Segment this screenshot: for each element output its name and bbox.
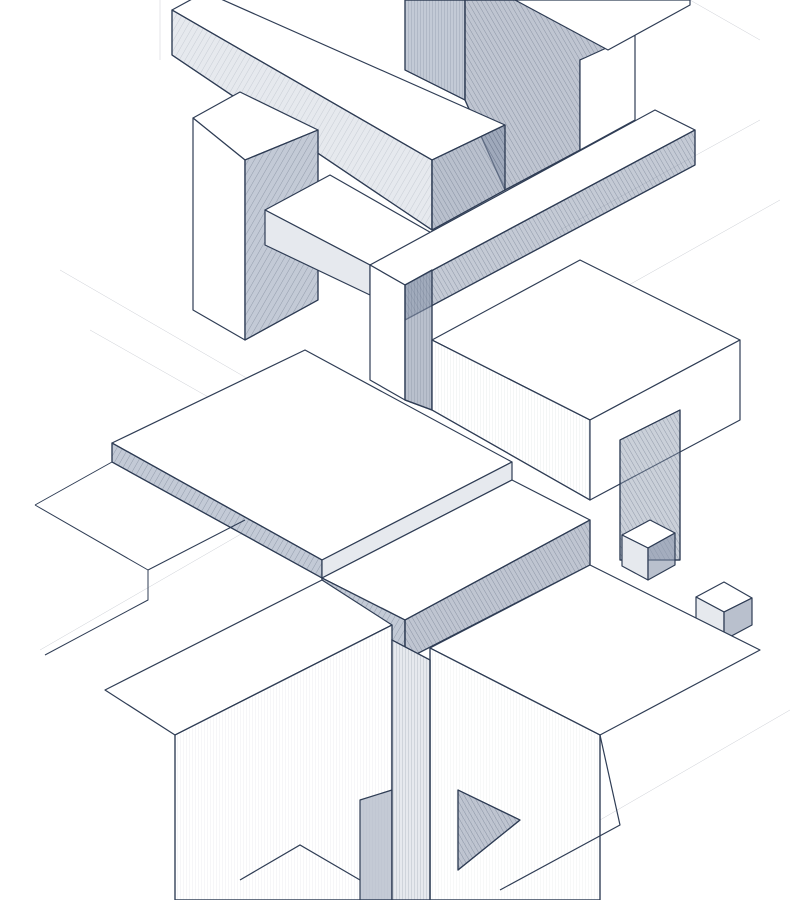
left-tall-pillar — [192, 91, 319, 341]
right-mid-block — [431, 259, 741, 561]
small-cube-1 — [621, 519, 676, 581]
lower-right-block — [429, 564, 761, 900]
lower-left-block — [104, 579, 393, 900]
bottom-gap-column — [239, 639, 431, 900]
upper-left-beam — [171, 0, 506, 231]
left-lower-platform — [34, 461, 246, 656]
small-cube-2 — [695, 581, 753, 641]
middle-cross-beam — [264, 109, 696, 411]
central-slab — [111, 349, 513, 579]
